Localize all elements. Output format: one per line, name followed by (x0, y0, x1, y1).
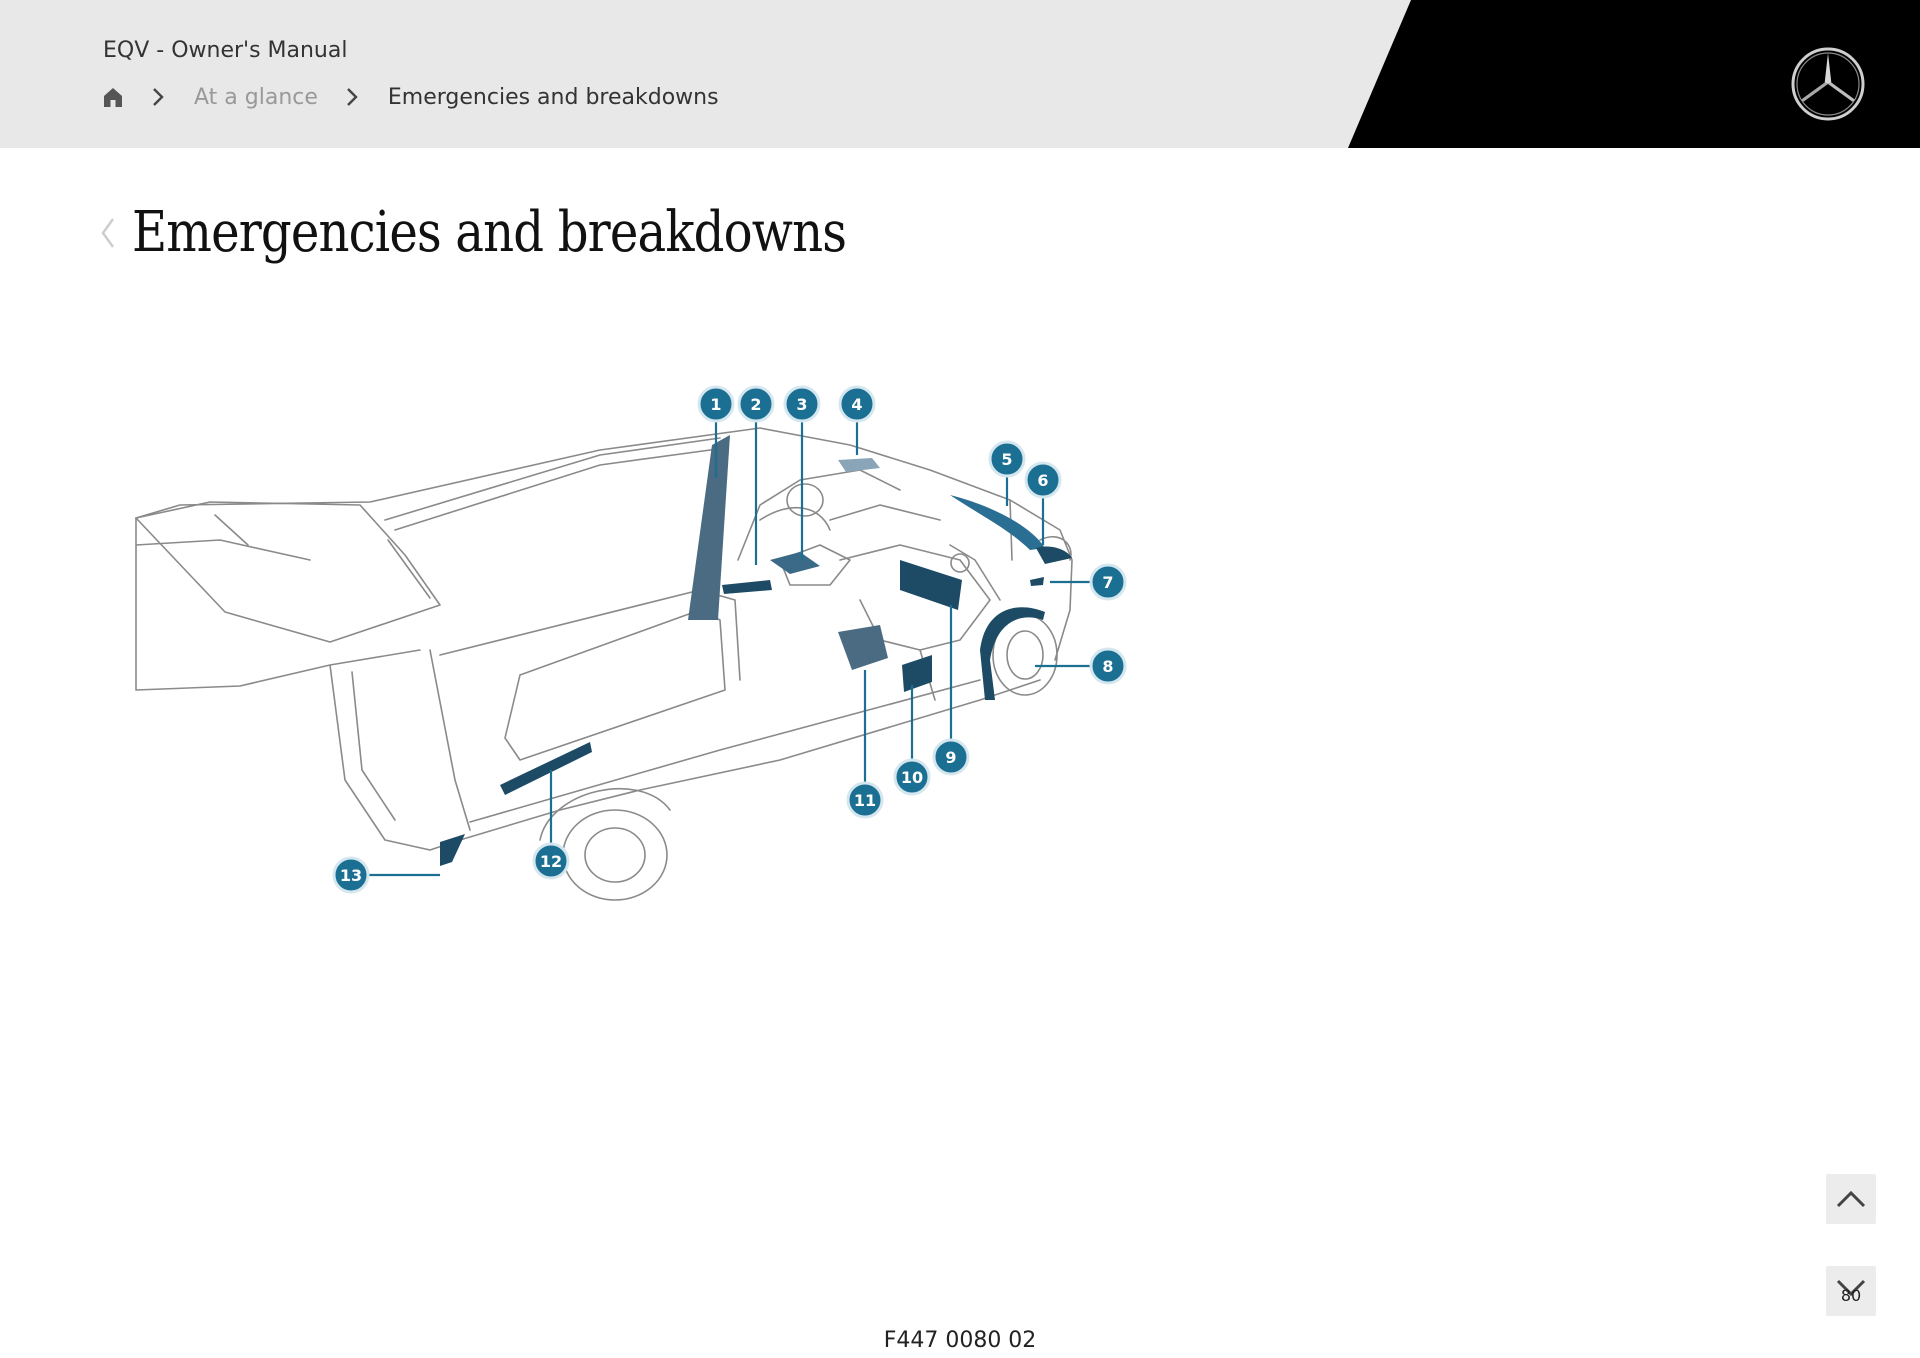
svg-text:10: 10 (901, 768, 923, 787)
figure-code: F447 0080 02 (883, 1328, 1037, 1353)
header-bar: EQV - Owner's Manual At a glance Emergen… (0, 0, 1920, 148)
callout-3: 3 (783, 385, 821, 423)
svg-text:7: 7 (1102, 573, 1113, 592)
callout-8: 8 (1089, 647, 1127, 685)
callout-7: 7 (1089, 563, 1127, 601)
chevron-left-icon[interactable] (100, 216, 116, 250)
callout-10: 10 (893, 758, 931, 796)
breadcrumb-item-at-a-glance[interactable]: At a glance (194, 84, 318, 110)
svg-text:8: 8 (1102, 657, 1113, 676)
scroll-up-button[interactable] (1826, 1174, 1876, 1224)
chevron-right-icon (346, 87, 358, 107)
svg-text:13: 13 (340, 866, 362, 885)
callout-1: 1 (697, 385, 735, 423)
callout-badges: 1 2 3 4 5 6 7 8 9 10 11 12 13 (332, 385, 1127, 894)
svg-text:12: 12 (540, 852, 562, 871)
breadcrumb-item-current: Emergencies and breakdowns (387, 84, 719, 110)
callout-2: 2 (737, 385, 775, 423)
manual-title: EQV - Owner's Manual (103, 38, 348, 63)
svg-text:6: 6 (1037, 471, 1048, 490)
svg-text:2: 2 (750, 395, 761, 414)
callout-4: 4 (838, 385, 876, 423)
vehicle-diagram: 1 2 3 4 5 6 7 8 9 10 11 12 13 (135, 385, 1127, 901)
scroll-down-button[interactable]: 80 (1826, 1266, 1876, 1316)
callout-5: 5 (988, 440, 1026, 478)
callout-11: 11 (846, 781, 884, 819)
callout-9: 9 (932, 738, 970, 776)
breadcrumb: At a glance Emergencies and breakdowns (102, 80, 719, 114)
page-title: Emergencies and breakdowns (132, 200, 847, 265)
page-title-area: Emergencies and breakdowns (100, 200, 962, 265)
mercedes-star-icon (1790, 46, 1866, 126)
callout-13: 13 (332, 856, 370, 894)
home-icon[interactable] (102, 86, 124, 108)
callout-12: 12 (532, 842, 570, 880)
chevron-right-icon (152, 87, 164, 107)
svg-text:1: 1 (710, 395, 721, 414)
svg-text:9: 9 (945, 748, 956, 767)
chevron-down-icon (1835, 1278, 1867, 1298)
highlighted-components (440, 435, 1072, 866)
svg-text:4: 4 (851, 395, 862, 414)
page-number: 80 (1840, 1286, 1862, 1305)
chevron-up-icon (1835, 1189, 1867, 1209)
svg-text:11: 11 (854, 791, 876, 810)
svg-text:5: 5 (1001, 450, 1012, 469)
callout-6: 6 (1024, 461, 1062, 499)
svg-text:3: 3 (796, 395, 807, 414)
header-black-panel (1348, 0, 1920, 148)
